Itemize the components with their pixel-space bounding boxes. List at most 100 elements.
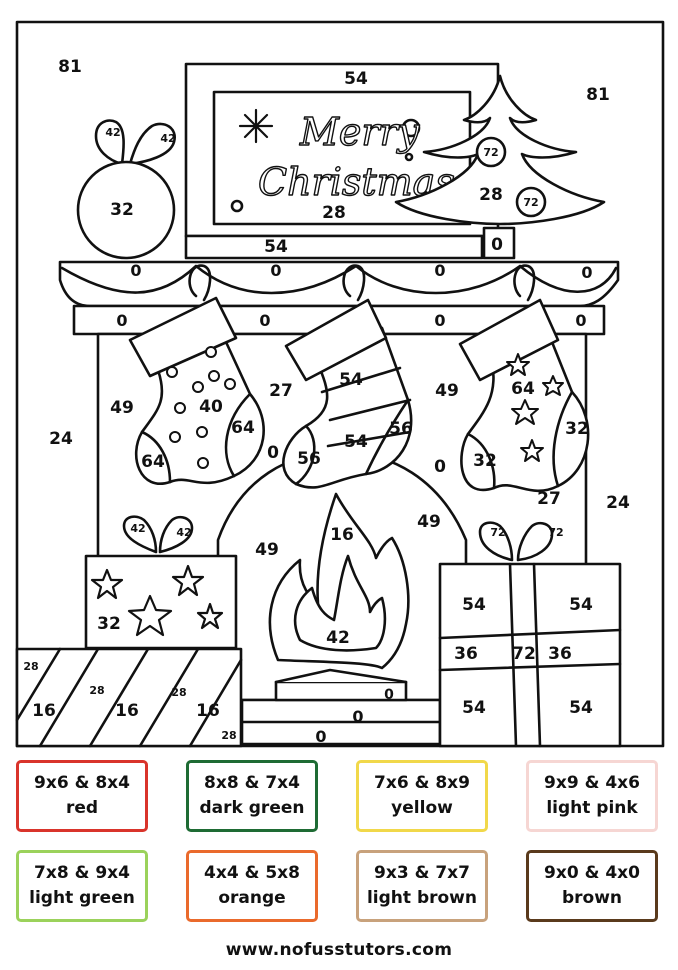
fire (268, 492, 410, 702)
greeting-line1: Merry (299, 110, 420, 154)
region-numbers: 81 81 54 28 54 42 42 32 72 72 28 0 0 0 0… (23, 57, 630, 746)
region-number: 72 (490, 526, 505, 539)
region-number: 0 (434, 311, 445, 330)
region-number: 54 (344, 432, 368, 452)
region-number: 28 (171, 686, 186, 699)
region-number: 24 (606, 493, 630, 513)
color-key-item: 9x3 & 7x7 light brown (356, 850, 488, 922)
region-number: 24 (49, 429, 73, 449)
bubble-icon (230, 199, 244, 213)
color-key-color-name: yellow (391, 798, 453, 818)
region-number: 32 (110, 200, 134, 220)
region-number: 72 (548, 526, 563, 539)
color-key-problem: 4x4 & 5x8 (204, 863, 300, 883)
region-number: 0 (581, 263, 592, 282)
region-number: 42 (105, 126, 120, 139)
bubble-icon (404, 152, 414, 162)
color-key-problem: 9x9 & 4x6 (544, 773, 640, 793)
color-key-problem: 7x8 & 9x4 (34, 863, 130, 883)
region-number: 0 (575, 311, 586, 330)
color-key-item: 9x0 & 4x0 brown (526, 850, 658, 922)
region-number: 64 (141, 452, 165, 472)
region-number: 0 (270, 261, 281, 280)
region-number: 81 (586, 85, 610, 105)
region-number: 72 (483, 146, 498, 159)
color-key-problem: 7x6 & 8x9 (374, 773, 470, 793)
region-number: 32 (565, 419, 589, 439)
region-number: 16 (330, 525, 354, 545)
region-number: 0 (130, 261, 141, 280)
region-number: 54 (344, 69, 368, 89)
bubble-icon (401, 118, 421, 138)
color-key-item: 8x8 & 7x4 dark green (186, 760, 318, 832)
region-number: 0 (315, 727, 326, 746)
footer-url[interactable]: www.nofusstutors.com (225, 940, 453, 960)
color-key-item: 9x9 & 4x6 light pink (526, 760, 658, 832)
star-icon (506, 353, 564, 462)
region-number: 49 (255, 540, 279, 560)
color-key-color-name: dark green (199, 798, 305, 818)
color-key-color-name: red (65, 798, 99, 818)
region-number: 16 (115, 701, 139, 721)
region-number: 54 (264, 237, 288, 257)
region-number: 28 (479, 185, 503, 205)
region-number: 72 (512, 644, 536, 664)
region-number: 16 (196, 701, 220, 721)
color-key-color-name: orange (218, 888, 286, 908)
region-number: 42 (326, 628, 350, 648)
star-icon (90, 564, 224, 637)
region-number: 27 (537, 489, 561, 509)
region-number: 56 (389, 419, 413, 439)
region-number: 56 (297, 449, 321, 469)
gift-striped (15, 647, 243, 748)
region-number: 28 (322, 203, 346, 223)
region-number: 0 (434, 457, 446, 477)
region-number: 0 (259, 311, 270, 330)
color-key-problem: 9x3 & 7x7 (374, 863, 470, 883)
region-number: 72 (523, 196, 538, 209)
region-number: 54 (569, 698, 593, 718)
color-key-item: 4x4 & 5x8 orange (186, 850, 318, 922)
region-number: 0 (434, 261, 445, 280)
color-key-color-name: light brown (366, 888, 477, 908)
stocking-dots (166, 346, 236, 469)
region-number: 28 (23, 660, 38, 673)
tree-ornament-icon (475, 136, 507, 168)
stocking-striped (282, 298, 413, 489)
region-number: 54 (339, 370, 363, 390)
color-key-item: 7x8 & 9x4 light green (16, 850, 148, 922)
region-number: 28 (221, 729, 236, 742)
region-number: 36 (454, 644, 478, 664)
region-number: 81 (58, 57, 82, 77)
region-number: 49 (110, 398, 134, 418)
color-key-problem: 8x8 & 7x4 (204, 773, 300, 793)
color-key-color-name: light pink (546, 798, 638, 818)
region-number: 40 (199, 397, 223, 417)
region-number: 54 (569, 595, 593, 615)
region-number: 64 (511, 379, 535, 399)
region-number: 42 (130, 522, 145, 535)
ornament-gift (76, 119, 176, 260)
color-key-problem: 9x0 & 4x0 (544, 863, 640, 883)
color-key-item: 9x6 & 8x4 red (16, 760, 148, 832)
gift-right (438, 521, 622, 748)
region-number: 54 (462, 595, 486, 615)
region-number: 64 (231, 418, 255, 438)
region-number: 32 (473, 451, 497, 471)
region-number: 36 (548, 644, 572, 664)
region-number: 0 (491, 235, 503, 255)
region-number: 49 (435, 381, 459, 401)
region-number: 49 (417, 512, 441, 532)
gift-left (84, 515, 238, 650)
region-number: 42 (176, 526, 191, 539)
color-key-problem: 9x6 & 8x4 (34, 773, 130, 793)
region-number: 0 (352, 707, 363, 726)
region-number: 0 (116, 311, 127, 330)
tree-ornament-icon (515, 186, 547, 218)
snowflake-icon (238, 108, 274, 144)
region-number: 32 (97, 614, 121, 634)
region-number: 28 (89, 684, 104, 697)
region-number: 16 (32, 701, 56, 721)
stocking-hooks (188, 264, 536, 302)
stocking-dotted (128, 296, 265, 485)
